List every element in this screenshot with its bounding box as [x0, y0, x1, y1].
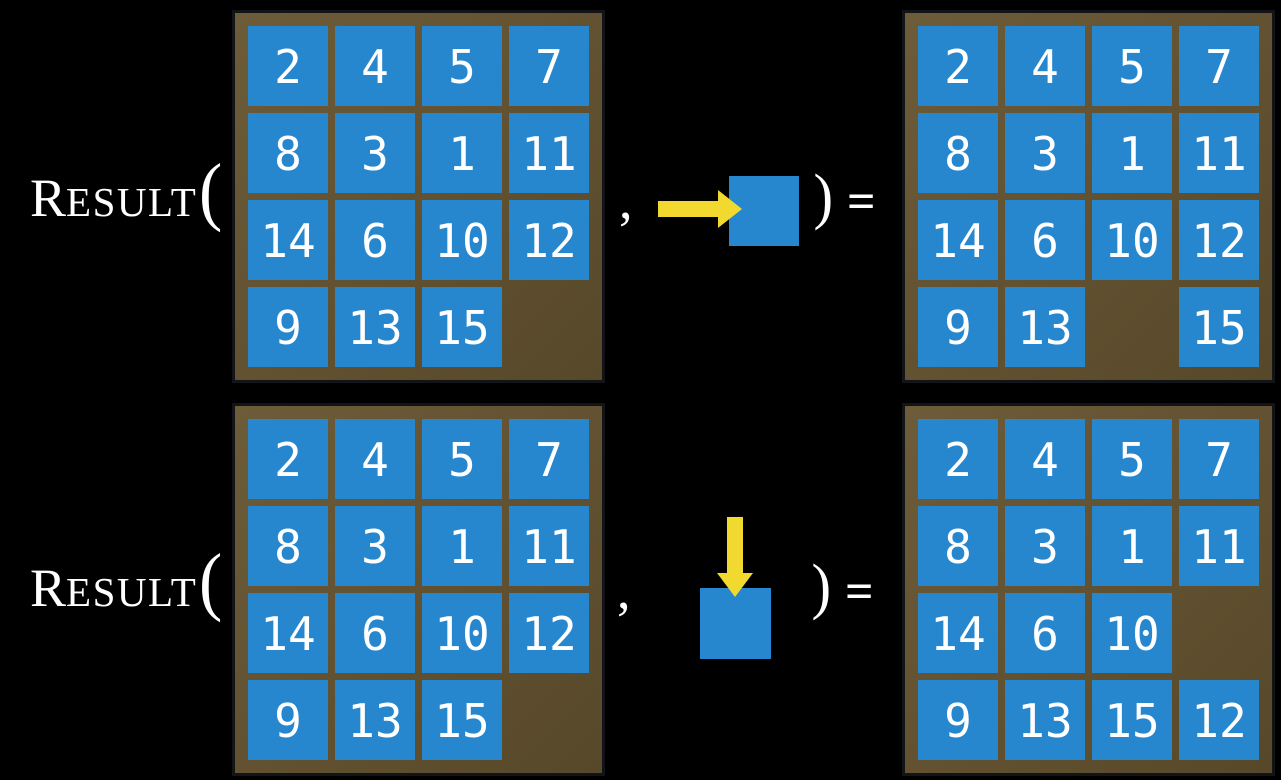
- tile-9: 9: [918, 680, 998, 760]
- equals-sign: =: [847, 173, 876, 229]
- open-paren: (: [199, 149, 223, 233]
- tile-13: 13: [335, 287, 415, 367]
- tile-2: 2: [918, 419, 998, 499]
- tile-6: 6: [1005, 200, 1085, 280]
- tile-5: 5: [1092, 419, 1172, 499]
- tile-14: 14: [918, 200, 998, 280]
- close-paren: ): [813, 163, 834, 231]
- result-function-label: R ESULT (: [30, 153, 224, 229]
- tile-2: 2: [248, 26, 328, 106]
- tile-13: 13: [1005, 287, 1085, 367]
- arrow-right-head-icon: [718, 190, 742, 228]
- tile-9: 9: [918, 287, 998, 367]
- tile-11: 11: [509, 113, 589, 193]
- tile-5: 5: [422, 419, 502, 499]
- function-name-initial: R: [30, 168, 67, 228]
- function-name-rest: ESULT: [66, 569, 198, 615]
- tile-10: 10: [422, 593, 502, 673]
- close-paren: ): [811, 553, 832, 621]
- tile-12: 12: [1179, 680, 1259, 760]
- tile-3: 3: [1005, 506, 1085, 586]
- comma: ,: [617, 560, 631, 620]
- tile-11: 11: [509, 506, 589, 586]
- tile-4: 4: [1005, 419, 1085, 499]
- tile-15: 15: [1092, 680, 1172, 760]
- tile-8: 8: [248, 506, 328, 586]
- tile-2: 2: [918, 26, 998, 106]
- tile-6: 6: [1005, 593, 1085, 673]
- blank-cell: [1092, 287, 1172, 367]
- tile-6: 6: [335, 593, 415, 673]
- tile-12: 12: [509, 593, 589, 673]
- arrow-down-icon: [727, 517, 743, 575]
- blank-cell: [509, 680, 589, 760]
- action-tile-square: [700, 588, 771, 659]
- tile-13: 13: [335, 680, 415, 760]
- arrow-right-icon: [658, 201, 720, 217]
- tile-7: 7: [1179, 26, 1259, 106]
- tile-2: 2: [248, 419, 328, 499]
- tile-14: 14: [248, 200, 328, 280]
- tile-4: 4: [335, 419, 415, 499]
- tile-11: 11: [1179, 113, 1259, 193]
- tile-12: 12: [1179, 200, 1259, 280]
- tile-8: 8: [248, 113, 328, 193]
- tile-3: 3: [1005, 113, 1085, 193]
- tile-9: 9: [248, 680, 328, 760]
- tile-1: 1: [1092, 506, 1172, 586]
- tile-3: 3: [335, 506, 415, 586]
- tile-14: 14: [918, 593, 998, 673]
- tile-12: 12: [509, 200, 589, 280]
- result-function-label: R ESULT (: [30, 543, 224, 619]
- tile-8: 8: [918, 506, 998, 586]
- tile-15: 15: [422, 680, 502, 760]
- tile-1: 1: [422, 506, 502, 586]
- tile-10: 10: [1092, 593, 1172, 673]
- tile-13: 13: [1005, 680, 1085, 760]
- tile-11: 11: [1179, 506, 1259, 586]
- tile-9: 9: [248, 287, 328, 367]
- tile-1: 1: [422, 113, 502, 193]
- tile-15: 15: [422, 287, 502, 367]
- tile-4: 4: [1005, 26, 1085, 106]
- tile-6: 6: [335, 200, 415, 280]
- tile-3: 3: [335, 113, 415, 193]
- tile-10: 10: [1092, 200, 1172, 280]
- tile-4: 4: [335, 26, 415, 106]
- function-name-rest: ESULT: [66, 179, 198, 225]
- tile-1: 1: [1092, 113, 1172, 193]
- tile-5: 5: [422, 26, 502, 106]
- tile-5: 5: [1092, 26, 1172, 106]
- blank-cell: [509, 287, 589, 367]
- tile-14: 14: [248, 593, 328, 673]
- tile-7: 7: [1179, 419, 1259, 499]
- comma: ,: [619, 170, 633, 230]
- tile-8: 8: [918, 113, 998, 193]
- tile-15: 15: [1179, 287, 1259, 367]
- arrow-down-head-icon: [717, 573, 753, 597]
- equals-sign: =: [845, 563, 874, 619]
- open-paren: (: [199, 539, 223, 623]
- function-name-initial: R: [30, 558, 67, 618]
- tile-7: 7: [509, 419, 589, 499]
- blank-cell: [1179, 593, 1259, 673]
- tile-10: 10: [422, 200, 502, 280]
- tile-7: 7: [509, 26, 589, 106]
